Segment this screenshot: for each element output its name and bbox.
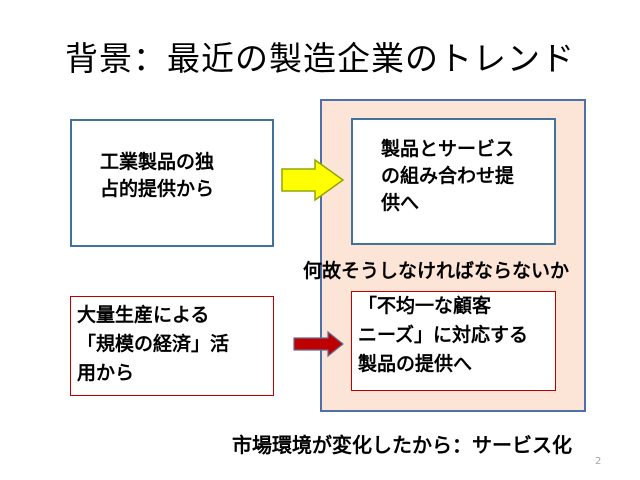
top-left-box: 工業製品の独 占的提供から xyxy=(70,119,274,247)
top-left-box-line-1: 工業製品の独 xyxy=(100,151,215,173)
bottom-right-box-line-3: 製品の提供へ xyxy=(358,353,473,375)
bottom-left-box: 大量生産による 「規模の経済」活 用から xyxy=(70,296,274,396)
bottom-left-box-line-3: 用から xyxy=(77,362,135,384)
question-text: 何故そうしなければならないか xyxy=(303,260,570,282)
red-right-arrow-icon xyxy=(293,330,344,358)
page-number: 2 xyxy=(595,456,602,467)
top-right-box-line-3: 供へ xyxy=(381,192,420,214)
top-left-box-line-2: 占的提供から xyxy=(100,178,215,200)
footer-conclusion: 市場環境が変化したから：サービス化 xyxy=(232,433,572,457)
top-right-box-line-1: 製品とサービス xyxy=(381,138,515,160)
bottom-right-box-line-2: ニーズ」に対応する xyxy=(358,324,529,346)
slide-title: 背景：最近の製造企業のトレンド xyxy=(65,39,575,78)
bottom-right-box-line-1: 「不均一な顧客 xyxy=(358,295,492,317)
yellow-right-arrow-icon xyxy=(281,158,345,202)
bottom-left-box-line-1: 大量生産による xyxy=(77,304,210,326)
top-right-box: 製品とサービス の組み合わせ提 供へ xyxy=(351,118,556,245)
top-right-box-line-2: の組み合わせ提 xyxy=(381,165,515,187)
bottom-left-box-line-2: 「規模の経済」活 xyxy=(77,333,230,355)
bottom-right-box: 「不均一な顧客 ニーズ」に対応する 製品の提供へ xyxy=(351,291,556,391)
